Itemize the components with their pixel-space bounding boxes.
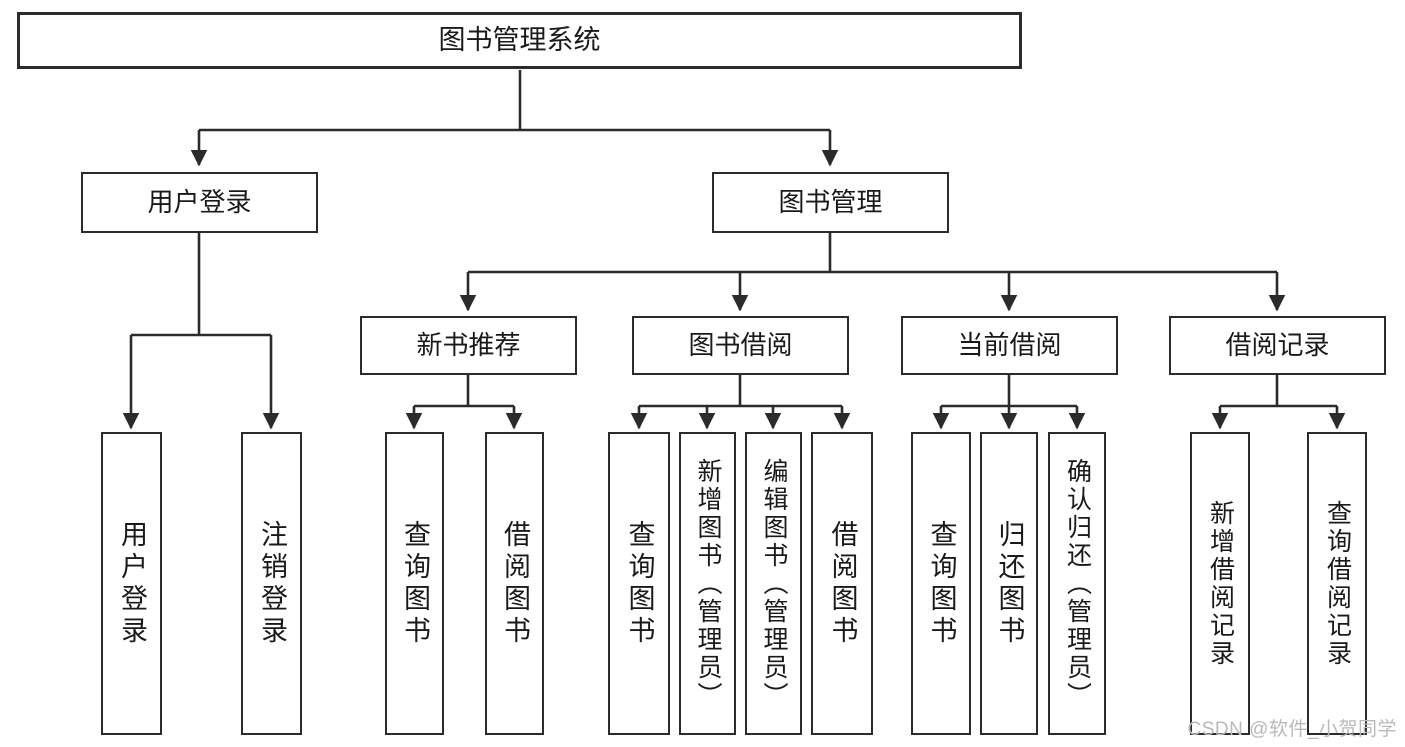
leaf-query-borrow-record-label: 查询借阅记录 [1323,499,1352,668]
leaf-borrow-book-1[interactable]: 借阅图书 [485,432,544,735]
node-book-borrow-label: 图书借阅 [688,330,793,361]
leaf-query-book-2[interactable]: 查询图书 [608,432,670,735]
node-book-borrow[interactable]: 图书借阅 [632,316,849,375]
node-root-label: 图书管理系统 [438,24,601,55]
leaf-add-book[interactable]: 新增图书（管理员） [679,432,736,735]
leaf-query-borrow-record[interactable]: 查询借阅记录 [1307,432,1367,735]
leaf-borrow-book-2[interactable]: 借阅图书 [811,432,873,735]
leaf-add-borrow-record[interactable]: 新增借阅记录 [1190,432,1250,735]
node-current-borrow-label: 当前借阅 [957,330,1062,361]
leaf-confirm-return[interactable]: 确认归还（管理员） [1048,432,1106,735]
leaf-logout[interactable]: 注销登录 [241,432,302,735]
node-borrow-record-label: 借阅记录 [1225,330,1330,361]
node-new-book-recommend[interactable]: 新书推荐 [360,316,577,375]
leaf-edit-book[interactable]: 编辑图书（管理员） [745,432,802,735]
leaf-confirm-return-label: 确认归还（管理员） [1063,457,1092,710]
node-current-borrow[interactable]: 当前借阅 [901,316,1118,375]
leaf-query-book-1[interactable]: 查询图书 [385,432,444,735]
leaf-query-book-1-label: 查询图书 [400,519,430,648]
leaf-query-book-3-label: 查询图书 [926,519,957,648]
leaf-return-book[interactable]: 归还图书 [980,432,1038,735]
leaf-return-book-label: 归还图书 [994,519,1025,648]
node-book-manage[interactable]: 图书管理 [712,172,949,233]
leaf-user-login-label: 用户登录 [117,519,147,648]
watermark-text: CSDN @软件_小贺同学 [1187,719,1397,740]
leaf-add-book-label: 新增图书（管理员） [694,457,722,710]
node-borrow-record[interactable]: 借阅记录 [1169,316,1386,375]
node-user-login[interactable]: 用户登录 [81,172,318,233]
leaf-borrow-book-1-label: 借阅图书 [500,519,530,648]
leaf-query-book-3[interactable]: 查询图书 [911,432,971,735]
leaf-query-book-2-label: 查询图书 [624,519,655,648]
leaf-user-login[interactable]: 用户登录 [101,432,162,735]
node-new-book-recommend-label: 新书推荐 [416,330,521,361]
leaf-logout-label: 注销登录 [257,519,287,648]
node-root[interactable]: 图书管理系统 [17,12,1022,69]
leaf-add-borrow-record-label: 新增借阅记录 [1206,499,1235,668]
leaf-edit-book-label: 编辑图书（管理员） [760,457,788,710]
node-book-manage-label: 图书管理 [778,187,883,218]
leaf-borrow-book-2-label: 借阅图书 [827,519,858,648]
node-user-login-label: 用户登录 [147,187,252,218]
